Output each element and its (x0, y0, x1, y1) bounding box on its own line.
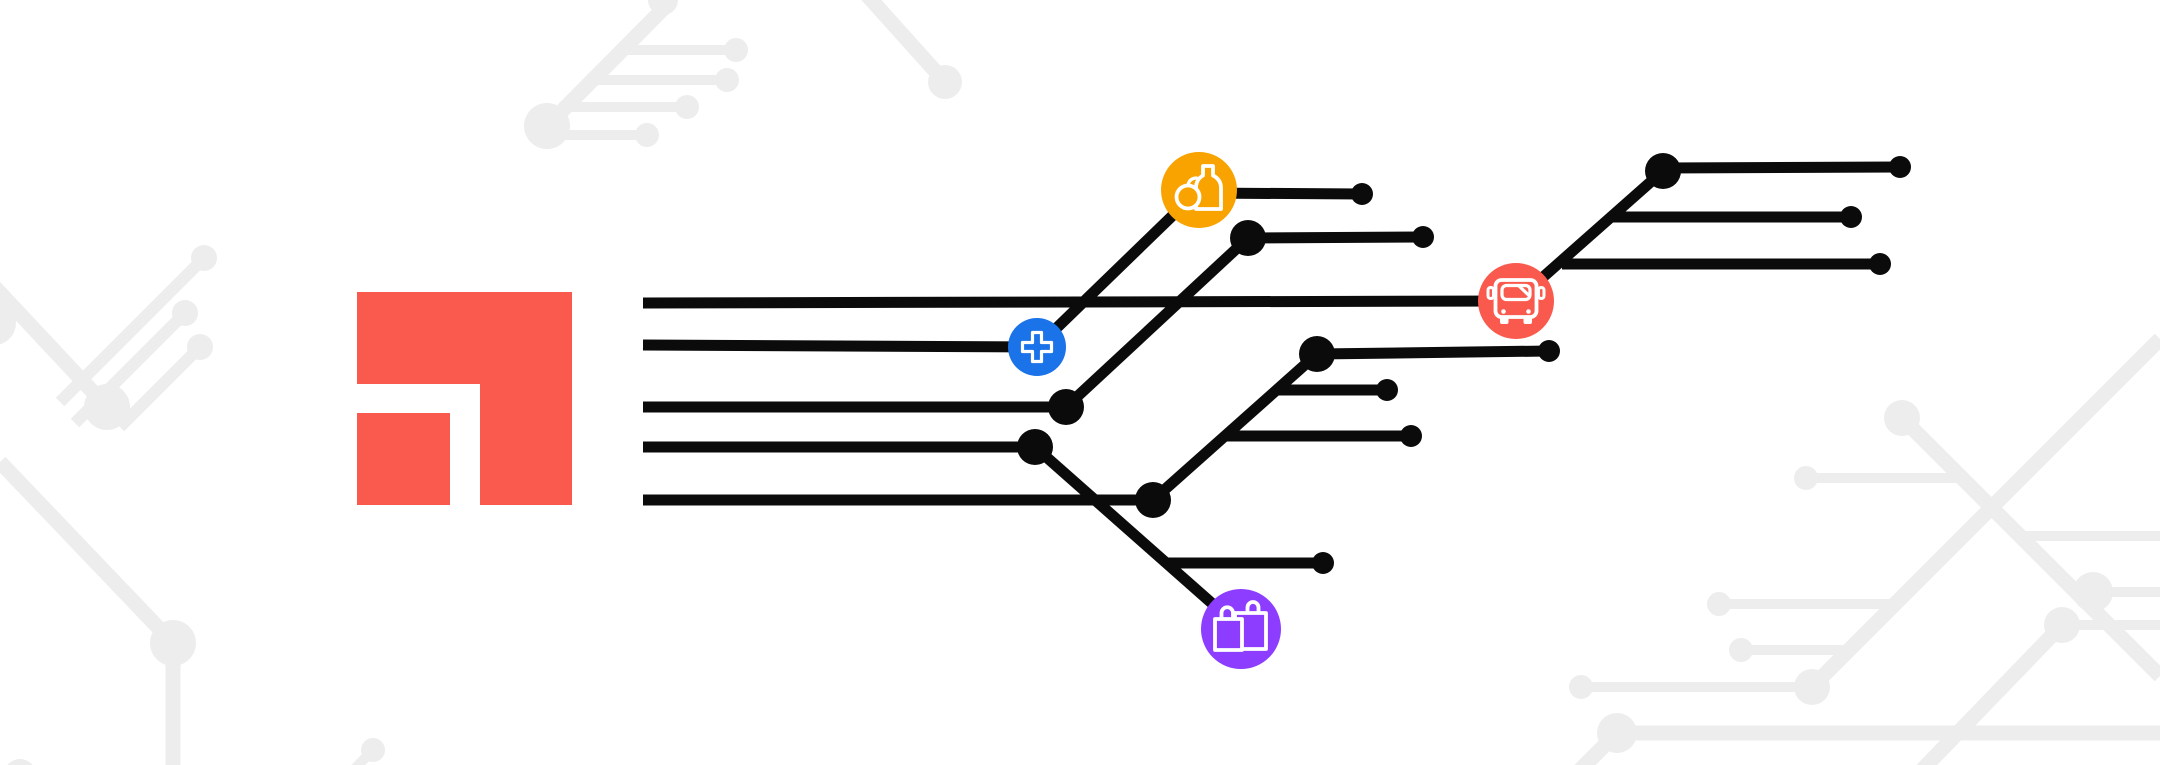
circuit-trace (1316, 345, 1550, 360)
grocery-icon (1161, 152, 1237, 228)
circuit-trace (1031, 442, 1245, 634)
junction-dot (1230, 220, 1266, 256)
decor-dot (675, 95, 699, 119)
gift-bag-icon (1201, 589, 1281, 669)
decor-dot (635, 123, 659, 147)
terminal-dot (1351, 183, 1373, 205)
decor-dot (150, 620, 196, 666)
decor-dot (84, 384, 130, 430)
black-circuit-traces (642, 153, 1911, 634)
terminal-dot (1840, 206, 1862, 228)
decor-dot (191, 245, 217, 271)
decor-trace (55, 253, 209, 407)
decor-dot (1794, 669, 1830, 705)
brand-logo (357, 292, 572, 505)
decor-trace (541, 0, 674, 132)
decor-dot (1597, 713, 1637, 753)
bus-icon (1478, 263, 1554, 339)
decor-dot (715, 68, 739, 92)
decor-dot (1794, 466, 1818, 490)
terminal-dot (1400, 425, 1422, 447)
junction-dot (1017, 429, 1053, 465)
decor-trace (1916, 619, 2068, 765)
circuit-trace (1149, 349, 1321, 505)
decor-dot (2044, 607, 2080, 643)
decor-dot (361, 738, 385, 762)
decor-trace (0, 456, 179, 649)
junction-dot (1299, 336, 1335, 372)
circuit-trace (1662, 161, 1901, 174)
brand-logo-block (480, 384, 572, 505)
circuit-trace (1062, 233, 1252, 412)
decor-dot (2073, 572, 2113, 612)
decor-dot (187, 334, 213, 360)
decor-dot (724, 38, 748, 62)
terminal-dot (1889, 156, 1911, 178)
decor-dot (928, 65, 962, 99)
decor-trace (1806, 333, 2160, 693)
category-icons (1008, 152, 1554, 669)
decor-trace (351, 746, 377, 765)
decor-dot (1569, 675, 1593, 699)
terminal-dot (1869, 253, 1891, 275)
decor-dot (7, 759, 33, 765)
junction-dot (1135, 482, 1171, 518)
decor-dot (1729, 638, 1753, 662)
decor-dot (1884, 400, 1920, 436)
medical-plus-icon-circle (1008, 318, 1066, 376)
decor-trace (861, 0, 951, 88)
decor-dot (1707, 592, 1731, 616)
terminal-dot (1538, 340, 1560, 362)
decor-dot (524, 103, 570, 149)
medical-plus-icon (1008, 318, 1066, 376)
decor-dot (172, 300, 198, 326)
decor-trace (0, 281, 113, 413)
brand-logo-block (357, 413, 450, 505)
decor-trace (1896, 412, 2160, 682)
circuit-trace (1247, 231, 1424, 244)
terminal-dot (1312, 552, 1334, 574)
terminal-dot (1376, 379, 1398, 401)
junction-dot (1645, 153, 1681, 189)
junction-dot (1048, 389, 1084, 425)
decor-dot (648, 0, 678, 15)
circuit-trace (642, 339, 1038, 353)
terminal-dot (1412, 226, 1434, 248)
decor-dot (0, 301, 16, 345)
decor-trace (115, 342, 205, 432)
brand-logo-block (357, 292, 572, 384)
